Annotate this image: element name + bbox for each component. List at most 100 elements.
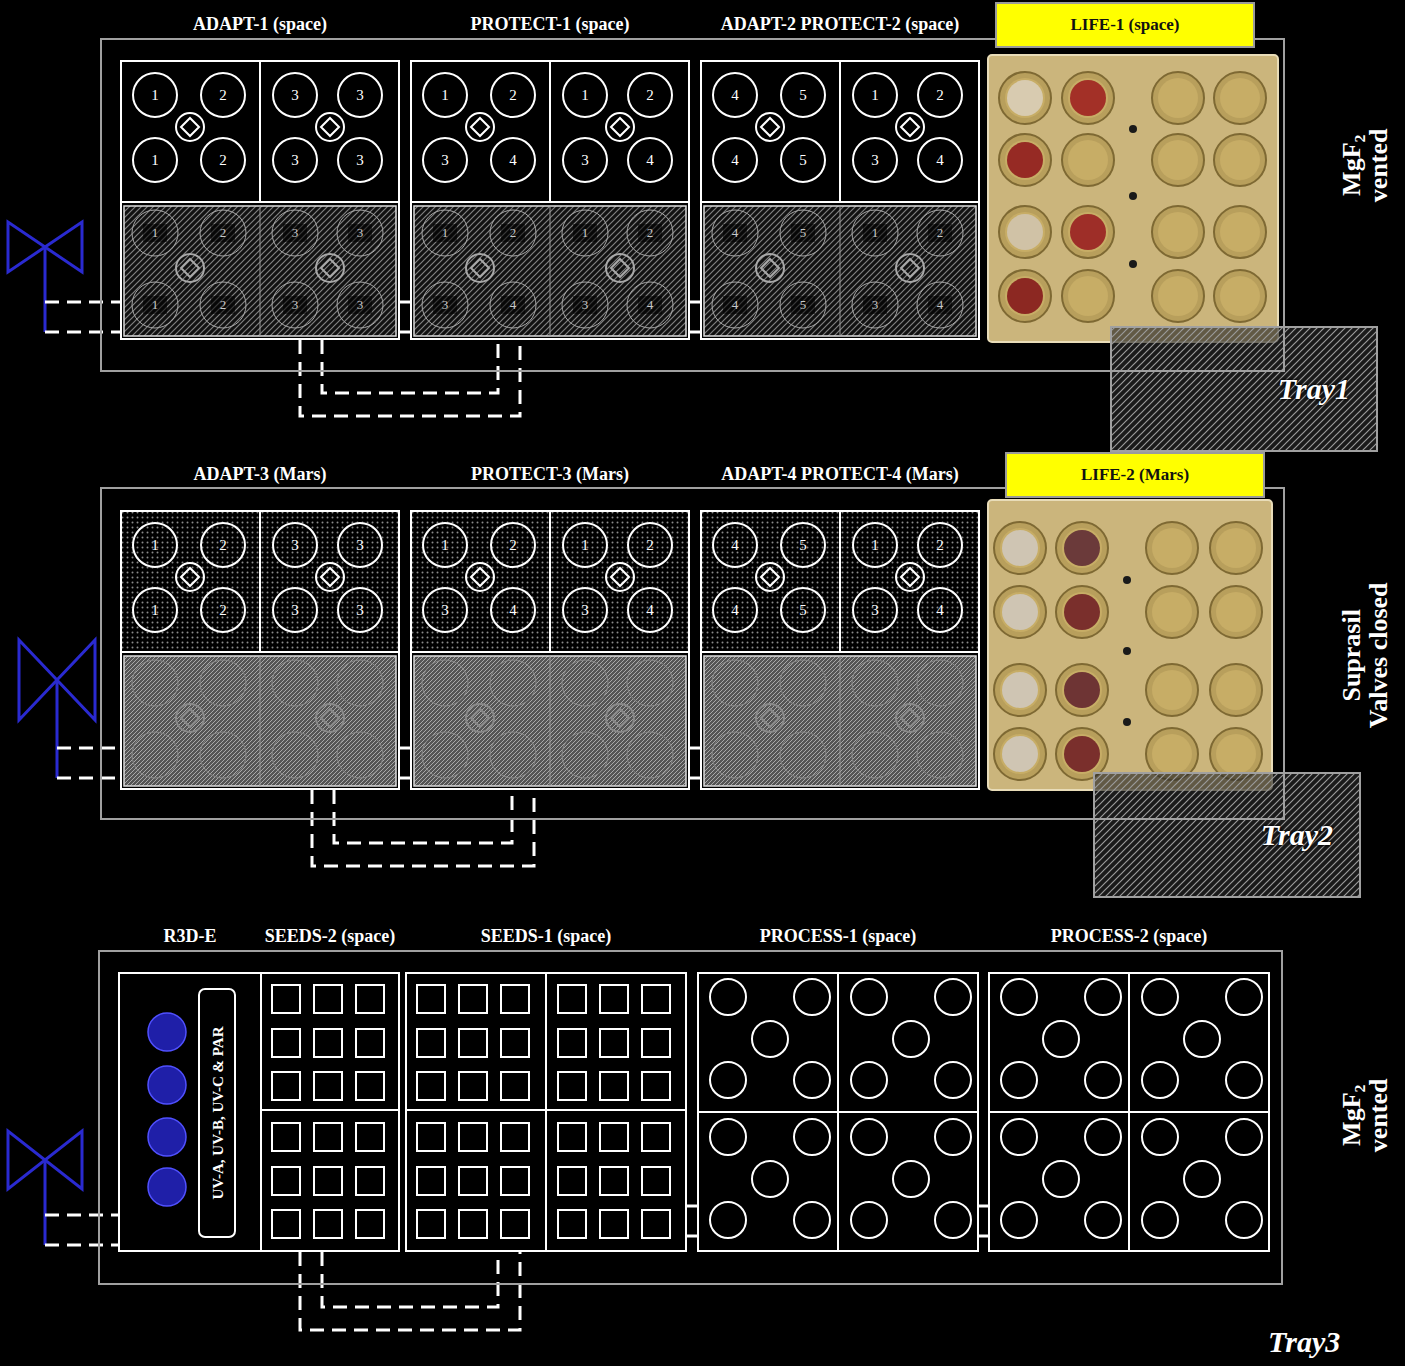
sample-spot [1007,80,1043,116]
sample-spot [1002,672,1038,708]
sample-well: 2 [917,72,963,118]
plate-well [1056,522,1108,574]
dark-well [200,660,246,706]
well-number: 2 [219,88,227,103]
gas-line [300,1252,520,1330]
dark-well [337,660,383,706]
dotted-filter [410,510,690,652]
well-number: 2 [219,153,227,168]
seed-cell [501,1167,529,1195]
plate-hole [1129,192,1137,200]
sample-well: 3 [272,137,318,183]
well-number: 5 [791,296,815,314]
seed-cell [558,1072,586,1100]
well-number: 4 [731,603,739,618]
vent-diamond [321,709,339,727]
well-number: 1 [151,153,159,168]
seed-cell [600,1029,628,1057]
well-number: 2 [219,603,227,618]
sample-well: 1 [132,587,178,633]
sample-spot [1002,736,1038,772]
sample-well: 2 [200,137,246,183]
sample-spot [1002,594,1038,630]
well-number: 4 [731,88,739,103]
dark-well [627,732,673,778]
well-number: 2 [928,224,952,242]
well-number: 4 [936,603,944,618]
divider [410,201,690,203]
seed-cell [314,1029,342,1057]
process-well [710,1062,746,1098]
sensor-diode [148,1118,186,1156]
tray-frame: MgF₂ ventedR3D-EUV-A, UV-B, UV-C & PARSE… [98,950,1283,1285]
process-well [1142,1119,1178,1155]
process-well [851,1202,887,1238]
dark-control [124,206,396,336]
well-number: 4 [509,153,517,168]
dark-well [490,210,536,256]
sample-spot [1007,142,1043,178]
vent-diamond [181,568,199,586]
sample-well: 2 [200,72,246,118]
vent-port [606,254,634,282]
seed-cell [314,1072,342,1100]
plate-well [1146,586,1198,638]
seed-cell [356,1123,384,1151]
process-well [851,1062,887,1098]
gas-line [690,301,700,304]
vent-diamond [611,709,629,727]
divider [550,656,551,786]
process-well [1001,1062,1037,1098]
gas-line [400,777,410,780]
well-number: 3 [291,153,299,168]
seed-cell [314,1210,342,1238]
sample-well: 2 [490,72,536,118]
seed-cell [417,985,445,1013]
plate-well [999,134,1051,186]
dark-well [337,732,383,778]
plate-well-floor [1220,140,1260,180]
process-well [794,1062,830,1098]
plate-well-floor [1152,670,1192,710]
vent-port [606,563,634,591]
sample-spot [1007,214,1043,250]
sample-spot [1064,594,1100,630]
gas-line [300,340,520,416]
vent-diamond [181,709,199,727]
vent-port [466,563,494,591]
sample-spot [1064,672,1100,708]
sample-plate [988,55,1278,342]
divider [839,60,841,202]
well-number: 1 [441,88,449,103]
plate-well [1062,134,1114,186]
seed-cell [600,1167,628,1195]
plate-well [1056,586,1108,638]
dark-well [917,732,963,778]
sample-well: 1 [852,522,898,568]
vent-port [176,113,204,141]
vent-port [316,704,344,732]
plate-well-floor [1220,276,1260,316]
sample-well: 3 [422,587,468,633]
experiment-tag: LIFE-1 (space) [995,2,1255,48]
dark-well [200,282,246,328]
divider [988,1111,1270,1113]
divider [260,206,261,336]
process-well [794,1119,830,1155]
sample-well: 1 [562,522,608,568]
process-well [794,1202,830,1238]
well-number: 3 [348,296,372,314]
vent-port [896,113,924,141]
process-well [1226,979,1262,1015]
sample-spot [1007,278,1043,314]
plate-well [994,728,1046,780]
sensor-panel: UV-A, UV-B, UV-C & PAR [198,988,236,1238]
gas-line [312,790,534,866]
plate-well-floor [1068,78,1108,118]
vent-diamond [471,709,489,727]
vent-port [176,704,204,732]
process-well [1085,1202,1121,1238]
divider [700,651,980,653]
divider [840,206,841,336]
well-number: 2 [936,538,944,553]
